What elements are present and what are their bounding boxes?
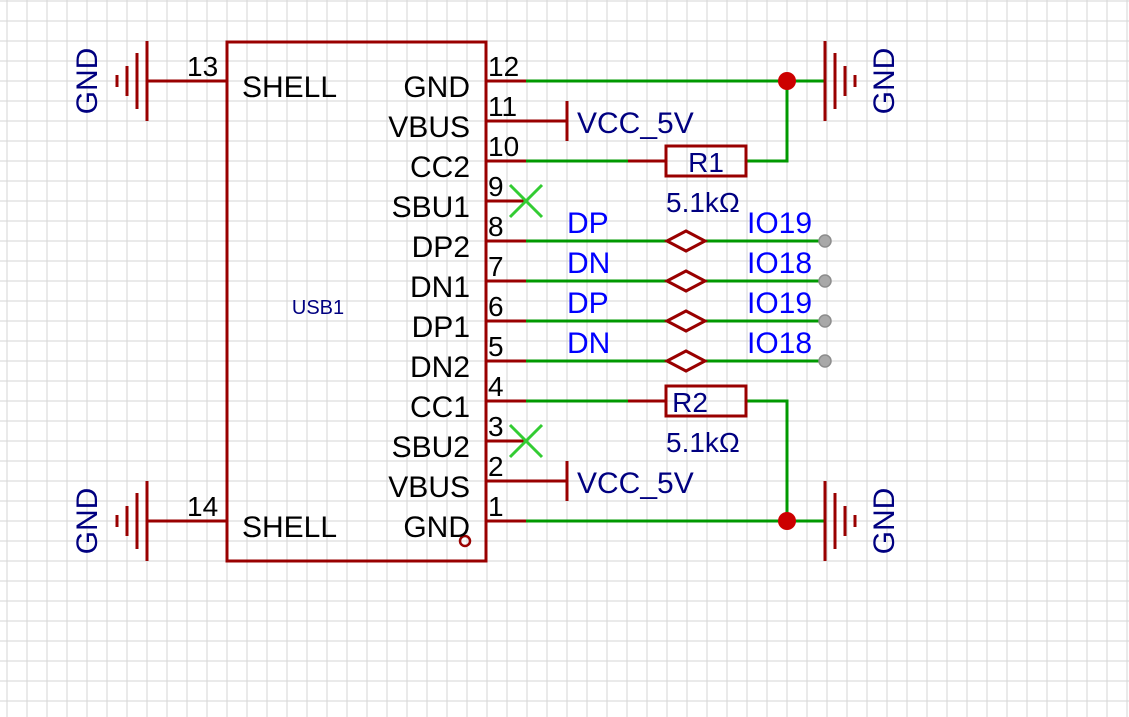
wire-r2-gnd: [746, 399, 789, 521]
port-terminal-icon: [818, 234, 832, 248]
pin-name-2: VBUS: [388, 471, 470, 504]
pin-number-13: 13: [187, 51, 218, 82]
pin-name-10: CC2: [410, 151, 470, 184]
diamond-flag-icon: [663, 269, 709, 293]
gnd-symbol-right-bottom: [823, 481, 857, 561]
pin-number-5: 5: [488, 331, 504, 362]
pin-name-4: CC1: [410, 391, 470, 424]
junction-dot-icon: [778, 72, 796, 90]
vcc-symbols: [526, 101, 569, 501]
net-flags: [663, 229, 709, 373]
diamond-flag-icon: [663, 349, 709, 373]
vcc-label-top: VCC_5V: [577, 107, 694, 140]
pin1-marker-icon: [458, 534, 472, 548]
net-label-dp2: DP: [567, 207, 609, 240]
gnd-label-right-top: GND: [868, 48, 901, 115]
pin-name-12: GND: [403, 71, 470, 104]
gnd-symbol-left-bottom: [115, 481, 187, 561]
port-label-io19-b: IO19: [747, 287, 812, 320]
gnd-symbol-left-top: [115, 41, 187, 121]
resistor-r1[interactable]: R1 5.1kΩ: [628, 144, 748, 218]
right-pins: 12 11 10 9 8 7 6 5 4 3 2 1 GND VBUS CC2 …: [388, 51, 526, 544]
net-label-dp1: DP: [567, 287, 609, 320]
usb1-body[interactable]: [225, 40, 488, 563]
gnd-label-right-bottom: GND: [868, 488, 901, 555]
wires: [526, 79, 825, 523]
usb1-designator: USB1: [292, 297, 344, 319]
port-terminal-icon: [818, 354, 832, 368]
port-label-io19-a: IO19: [747, 207, 812, 240]
gnd-label-left-top: GND: [71, 48, 104, 115]
pin-name-6: DP1: [412, 311, 470, 344]
pin-number-3: 3: [488, 411, 504, 442]
net-labels: DP DN DP DN IO19 IO18 IO19 IO18: [567, 207, 812, 360]
pin-number-14: 14: [187, 491, 218, 522]
left-pins: 13 SHELL 14 SHELL: [187, 51, 337, 544]
port-terminal-icon: [818, 274, 832, 288]
pin-name-8: DP2: [412, 231, 470, 264]
pin-name-3: SBU2: [392, 431, 470, 464]
pin-number-12: 12: [488, 51, 519, 82]
pin-number-6: 6: [488, 291, 504, 322]
pin-number-9: 9: [488, 171, 504, 202]
pin-name-11: VBUS: [388, 111, 470, 144]
net-label-dn2: DN: [567, 327, 610, 360]
pin-number-2: 2: [488, 451, 504, 482]
wire-r1-gnd: [746, 81, 789, 163]
port-terminals[interactable]: [818, 234, 832, 368]
pin-number-11: 11: [488, 91, 517, 122]
pin-number-1: 1: [488, 491, 504, 522]
port-terminal-icon: [818, 314, 832, 328]
r2-value: 5.1kΩ: [666, 427, 740, 458]
pin-name-5: DN2: [410, 351, 470, 384]
pin-number-8: 8: [488, 211, 504, 242]
pin-name-shell-bottom: SHELL: [242, 511, 337, 544]
junction-dot-icon: [778, 512, 796, 530]
r1-value: 5.1kΩ: [666, 187, 740, 218]
r2-designator: R2: [672, 387, 708, 418]
resistor-r2[interactable]: R2 5.1kΩ: [628, 384, 748, 458]
pin-number-4: 4: [488, 371, 504, 402]
port-label-io18-a: IO18: [747, 247, 812, 280]
gnd-label-left-bottom: GND: [71, 488, 104, 555]
gnd-symbol-right-top: [823, 41, 857, 121]
pin-name-1: GND: [403, 511, 470, 544]
port-label-io18-b: IO18: [747, 327, 812, 360]
r1-designator: R1: [688, 147, 724, 178]
no-connect-markers: [508, 183, 544, 459]
net-label-dn1: DN: [567, 247, 610, 280]
pin-number-10: 10: [488, 131, 519, 162]
diamond-flag-icon: [663, 309, 709, 333]
diamond-flag-icon: [663, 229, 709, 253]
pin-name-7: DN1: [410, 271, 470, 304]
pin-name-9: SBU1: [392, 191, 470, 224]
pin-number-7: 7: [488, 251, 504, 282]
vcc-label-bottom: VCC_5V: [577, 467, 694, 500]
pin-name-shell-top: SHELL: [242, 71, 337, 104]
